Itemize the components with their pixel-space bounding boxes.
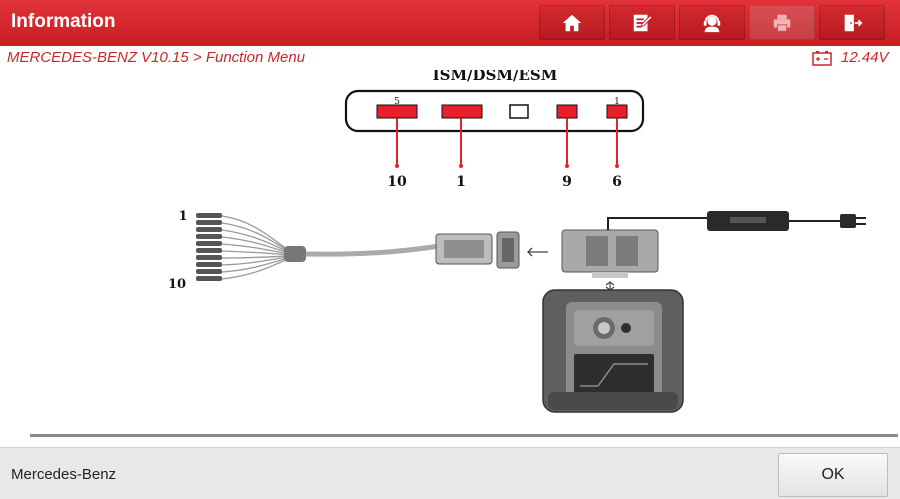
vehicle-label: Mercedes-Benz [11,466,117,483]
pin-bottom-label: 9 [562,174,572,190]
connector-pin [376,104,418,119]
home-icon [562,14,582,31]
edit-report-icon [633,14,653,31]
report-button[interactable] [609,5,675,40]
title-bar: Information [0,0,900,46]
connector-pin [441,104,483,119]
wiring-diagram-svg: ISM/DSM/ESM 5 1 10 1 9 6 [168,66,866,413]
connect-arrow-vertical [605,281,615,291]
breakout-leads [196,213,289,281]
footer-bar: Mercedes-Benz OK [0,447,900,499]
connector-pin [556,104,578,119]
cable-end-label: 10 [168,277,186,292]
exit-door-icon [844,14,863,31]
connect-arrow [527,247,548,257]
battery-icon [812,51,832,66]
content-divider [30,434,898,437]
diagnostic-device [542,289,684,413]
headset-icon [703,14,721,32]
connector-pin-empty [509,104,529,119]
home-button[interactable] [539,5,605,40]
voltage-readout: 12.44V [841,49,889,66]
printer-icon [773,14,791,32]
power-adapter-box [561,229,659,278]
module-title: ISM/DSM/ESM [433,70,558,84]
main-cable [305,243,441,257]
pin-bottom-label: 10 [387,174,407,190]
pin-top-label: 1 [614,97,620,107]
support-button[interactable] [679,5,745,40]
pin-bottom-label: 1 [456,174,466,190]
cable-end-label: 1 [178,209,187,224]
cable-junction [284,246,306,262]
connection-diagram: ISM/DSM/ESM 5 1 10 1 9 6 [0,66,900,430]
breadcrumb-bar: MERCEDES-BENZ V10.15 > Function Menu 12.… [0,46,900,70]
exit-button[interactable] [819,5,885,40]
power-plug [840,214,856,228]
ok-button[interactable]: OK [778,453,888,497]
window-title: Information [11,11,116,32]
pin-top-label: 5 [394,97,400,107]
breadcrumb: MERCEDES-BENZ V10.15 > Function Menu [7,49,306,66]
print-button[interactable] [749,5,815,40]
connector-housing [344,89,645,133]
power-cable [607,217,710,230]
connector-pin [606,104,628,119]
pin-bottom-label: 6 [612,174,622,190]
db-connector-plug [435,231,520,269]
